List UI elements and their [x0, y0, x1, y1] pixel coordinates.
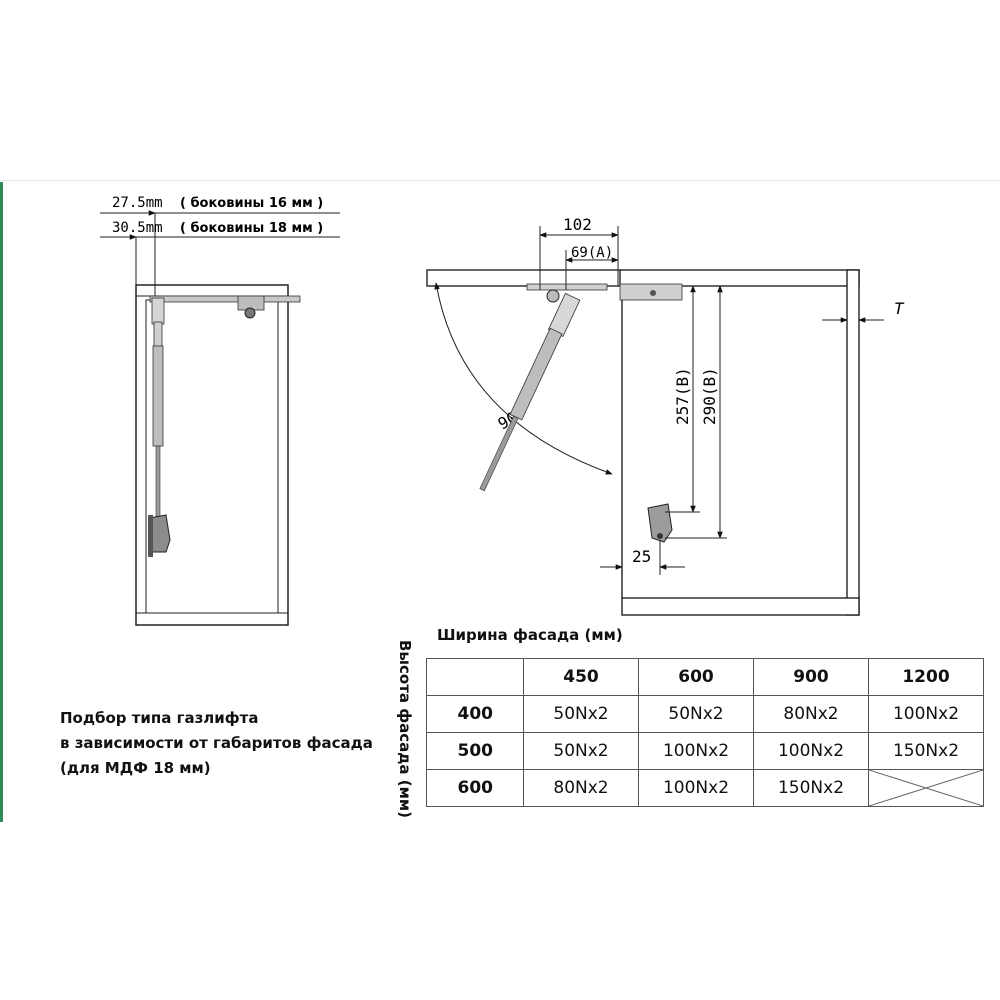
cross-mark-icon [869, 770, 983, 806]
dim-25: 25 [632, 547, 651, 566]
table-row: 400 50Nx2 50Nx2 80Nx2 100Nx2 [426, 695, 984, 733]
selection-caption: Подбор типа газлифта в зависимости от га… [60, 706, 373, 781]
table-cell: 80Nx2 [753, 695, 869, 733]
side-dimension-lines-right [539, 226, 884, 575]
dim-257b: 257(B) [673, 367, 692, 425]
left-accent-bar [0, 182, 3, 822]
side-dimension-lines [100, 210, 340, 300]
row-header: 600 [426, 769, 524, 807]
width-label: Ширина фасада (мм) [437, 626, 623, 644]
table-cell-na [868, 769, 984, 807]
dim-27-5mm-note: ( боковины 16 мм ) [180, 196, 323, 211]
table-header-row: 450 600 900 1200 [426, 658, 984, 696]
angle-arc [434, 282, 613, 475]
height-label: Высота фасада (мм) [396, 640, 414, 818]
table-row: 600 80Nx2 100Nx2 150Nx2 [426, 769, 984, 807]
top-divider [0, 180, 1000, 181]
table-cell: 100Nx2 [638, 732, 754, 770]
dim-69a: 69(A) [571, 245, 613, 261]
column-header: 600 [638, 658, 754, 696]
table-row: 500 50Nx2 100Nx2 100Nx2 150Nx2 [426, 732, 984, 770]
table-corner [426, 658, 524, 696]
column-header: 1200 [868, 658, 984, 696]
gas-lift-front-view [148, 295, 301, 557]
dim-t: T [894, 299, 905, 318]
dim-27-5mm: 27.5mm [112, 195, 163, 211]
column-header: 450 [523, 658, 639, 696]
dim-30-5mm: 30.5mm [112, 220, 163, 236]
table-cell: 150Nx2 [753, 769, 869, 807]
table-cell: 150Nx2 [868, 732, 984, 770]
table-cell: 50Nx2 [638, 695, 754, 733]
table-cell: 100Nx2 [868, 695, 984, 733]
caption-line-2: в зависимости от габаритов фасада [60, 734, 373, 752]
caption-line-1: Подбор типа газлифта [60, 709, 259, 727]
column-header: 900 [753, 658, 869, 696]
table-cell: 50Nx2 [523, 732, 639, 770]
table-cell: 80Nx2 [523, 769, 639, 807]
dim-102: 102 [563, 215, 592, 234]
selection-table: 450 600 900 1200 400 50Nx2 50Nx2 80Nx2 1… [426, 658, 984, 807]
row-header: 400 [426, 695, 524, 733]
gas-lift-side-view [479, 283, 683, 543]
dim-30-5mm-note: ( боковины 18 мм ) [180, 221, 323, 236]
dim-290b: 290(B) [700, 367, 719, 425]
caption-line-3: (для МДФ 18 мм) [60, 759, 211, 777]
table-cell: 50Nx2 [523, 695, 639, 733]
table-cell: 100Nx2 [753, 732, 869, 770]
side-view-cabinet [426, 269, 860, 616]
row-header: 500 [426, 732, 524, 770]
table-cell: 100Nx2 [638, 769, 754, 807]
